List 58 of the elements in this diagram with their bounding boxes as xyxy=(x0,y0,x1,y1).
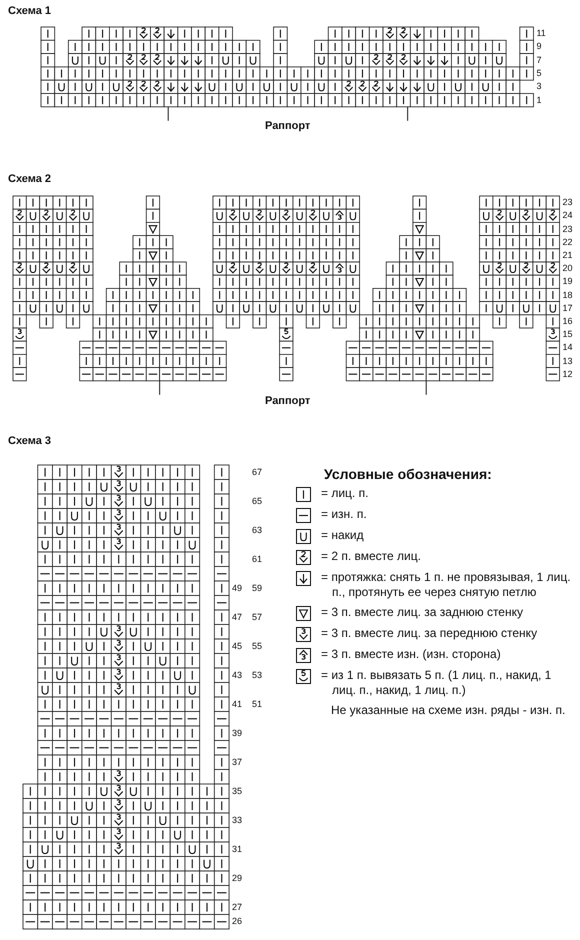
row-number: 53 xyxy=(252,670,262,680)
row-number: 21 xyxy=(562,250,573,260)
row-number: 7 xyxy=(536,56,542,65)
row-number: 27 xyxy=(232,902,242,912)
row-number: 1 xyxy=(536,96,542,105)
chart-title: Схема 2 xyxy=(8,174,52,185)
row-number: 24 xyxy=(562,211,573,220)
row-number: 18 xyxy=(562,290,573,300)
row-number: 57 xyxy=(252,612,262,622)
legend-heading: Условные обозначения: xyxy=(324,466,493,482)
row-number: 23 xyxy=(562,224,573,234)
row-number: 16 xyxy=(562,316,573,326)
row-number: 37 xyxy=(232,758,242,767)
row-number: 39 xyxy=(232,728,242,738)
row-number: 43 xyxy=(232,670,242,680)
legend-text: = протяжка: снять 1 п. не провязывая, 1 лиц. п., протянуть ее через снятую петлю xyxy=(321,570,572,600)
legend-text: = накид xyxy=(321,528,364,543)
chart-title: Схема 1 xyxy=(8,6,52,17)
legend-text: = 3 п. вместе лиц. за заднюю стенку xyxy=(321,605,523,620)
row-number: 5 xyxy=(536,69,542,78)
row-number: 14 xyxy=(562,343,573,352)
row-number: 9 xyxy=(536,42,542,52)
row-number: 12 xyxy=(562,370,573,379)
legend-text: = 3 п. вместе изн. (изн. сторона) xyxy=(321,647,501,662)
row-number: 55 xyxy=(252,642,262,651)
note-text: Не указанные на схеме изн. ряды - изн. п. xyxy=(331,703,566,718)
row-number: 23 xyxy=(562,198,573,208)
row-number: 19 xyxy=(562,277,573,286)
row-number: 63 xyxy=(252,526,262,535)
row-number: 51 xyxy=(252,700,262,709)
row-number: 17 xyxy=(562,304,573,313)
row-number: 45 xyxy=(232,642,242,651)
row-number: 15 xyxy=(562,330,573,340)
row-number: 11 xyxy=(536,29,546,38)
row-number: 67 xyxy=(252,468,262,477)
row-number: 59 xyxy=(252,584,262,593)
legend-text: = из 1 п. вывязать 5 п. (1 лиц. п., накид, 1 лиц. п., накид, 1 лиц. п.) xyxy=(321,668,552,698)
legend-text: = 3 п. вместе лиц. за переднюю стенку xyxy=(321,626,538,641)
row-number: 33 xyxy=(232,816,242,825)
row-number: 31 xyxy=(232,844,242,854)
row-number: 29 xyxy=(232,874,242,883)
row-number: 61 xyxy=(252,554,262,564)
row-number: 26 xyxy=(232,917,242,926)
repeat-label: Раппорт xyxy=(265,121,310,132)
row-number: 47 xyxy=(232,612,242,622)
chart-title: Схема 3 xyxy=(8,436,52,447)
row-number: 22 xyxy=(562,238,573,247)
legend-text: = лиц. п. xyxy=(321,486,368,501)
row-number: 20 xyxy=(562,264,573,274)
row-number: 65 xyxy=(252,496,262,506)
repeat-label: Раппорт xyxy=(265,396,310,407)
legend-text: = изн. п. xyxy=(321,507,367,522)
row-number: 49 xyxy=(232,584,242,593)
row-number: 35 xyxy=(232,786,242,796)
row-number: 13 xyxy=(562,356,573,366)
legend-text: = 2 п. вместе лиц. xyxy=(321,549,421,564)
row-number: 3 xyxy=(536,82,542,92)
row-number: 41 xyxy=(232,700,242,709)
